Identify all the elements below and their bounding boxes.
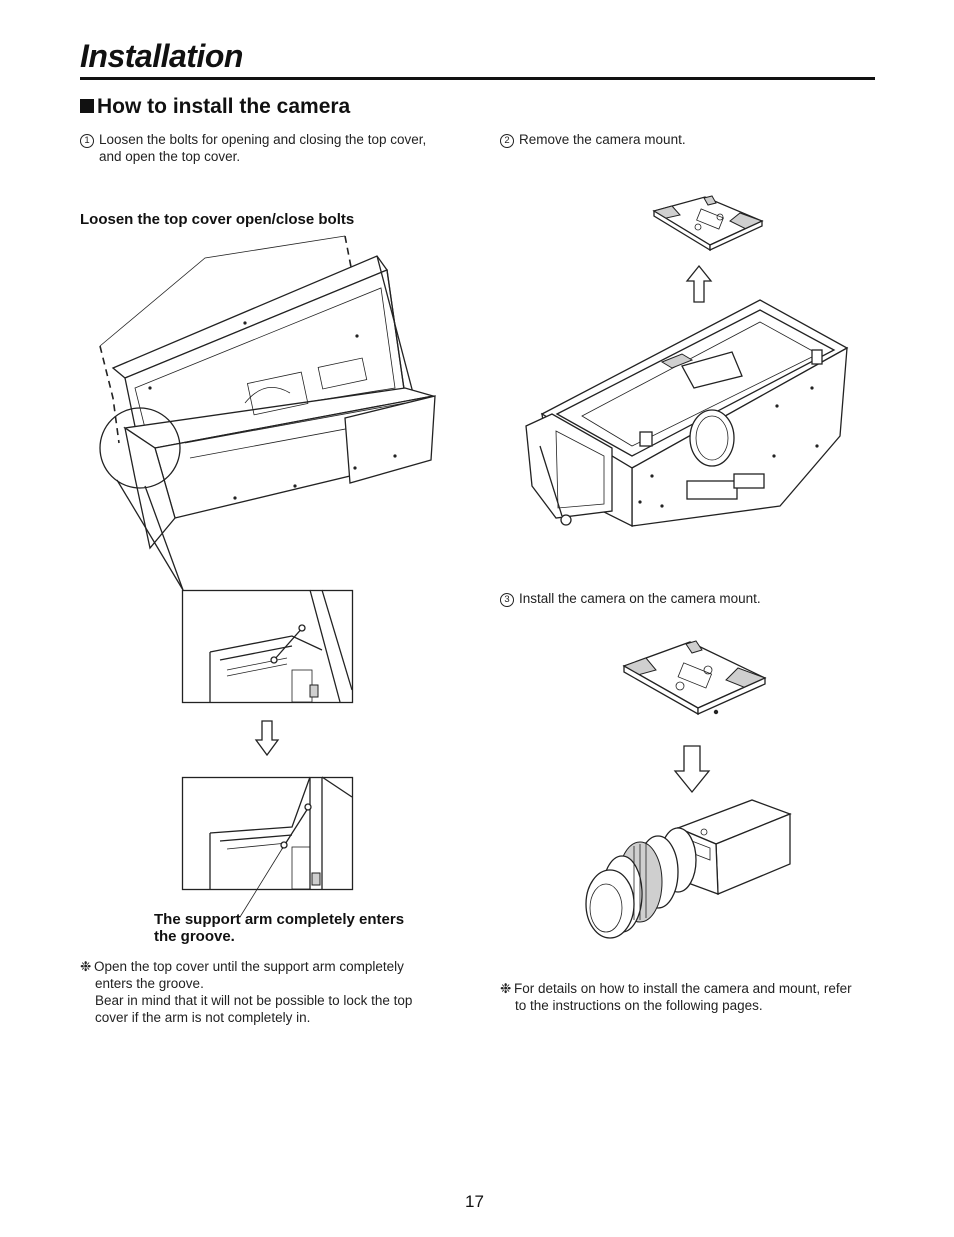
support-arm-detail-before (181, 589, 354, 704)
snowflake-asterisk-icon: ❉ (80, 959, 92, 974)
note-left-line-2: enters the groove. (95, 976, 204, 991)
down-arrow-icon (254, 720, 280, 757)
title-rule (80, 77, 875, 80)
note-right-line-2: to the instructions on the following pag… (515, 998, 763, 1013)
step-2-text: Remove the camera mount. (519, 132, 686, 147)
housing-illustration (525, 299, 849, 528)
step-2: 2 Remove the camera mount. (500, 131, 860, 148)
step-1: 1 Loosen the bolts for opening and closin… (80, 131, 460, 165)
camera-mount-illustration (652, 195, 764, 252)
camera-illustration (585, 799, 792, 939)
camera-mount-illustration-2 (622, 640, 767, 716)
step-1-line-2: and open the top cover. (99, 149, 241, 164)
note-left-line-4: cover if the arm is not completely in. (95, 1010, 311, 1025)
section-heading: How to install the camera (80, 95, 350, 119)
note-right: ❉For details on how to install the camer… (500, 980, 880, 1014)
section-heading-text: How to install the camera (97, 95, 351, 118)
down-arrow-icon (673, 745, 711, 794)
page-title: Installation (80, 38, 243, 74)
support-arm-detail-after (181, 776, 354, 918)
step-3: 3 Install the camera on the camera mount. (500, 590, 860, 607)
note-right-line-1: For details on how to install the camera… (514, 981, 852, 996)
note-left-line-3: Bear in mind that it will not be possibl… (95, 993, 413, 1008)
caption-support-arm: The support arm completely enters the gr… (154, 911, 454, 945)
step-1-line-1: Loosen the bolts for opening and closing… (99, 132, 427, 147)
note-left: ❉Open the top cover until the support ar… (80, 958, 450, 1026)
circled-number-icon: 3 (500, 593, 514, 607)
page-number: 17 (465, 1192, 484, 1211)
caption-support-arm-line-1: The support arm completely enters (154, 911, 405, 928)
up-arrow-icon (685, 264, 713, 303)
step-3-text: Install the camera on the camera mount. (519, 591, 761, 606)
black-square-icon (80, 99, 94, 113)
note-left-line-1: Open the top cover until the support arm… (94, 959, 404, 974)
housing-open-cover-illustration (99, 235, 436, 591)
circled-number-icon: 1 (80, 134, 94, 148)
snowflake-asterisk-icon: ❉ (500, 981, 512, 996)
caption-loosen-bolts: Loosen the top cover open/close bolts (80, 211, 355, 228)
caption-support-arm-line-2: the groove. (154, 928, 235, 945)
circled-number-icon: 2 (500, 134, 514, 148)
